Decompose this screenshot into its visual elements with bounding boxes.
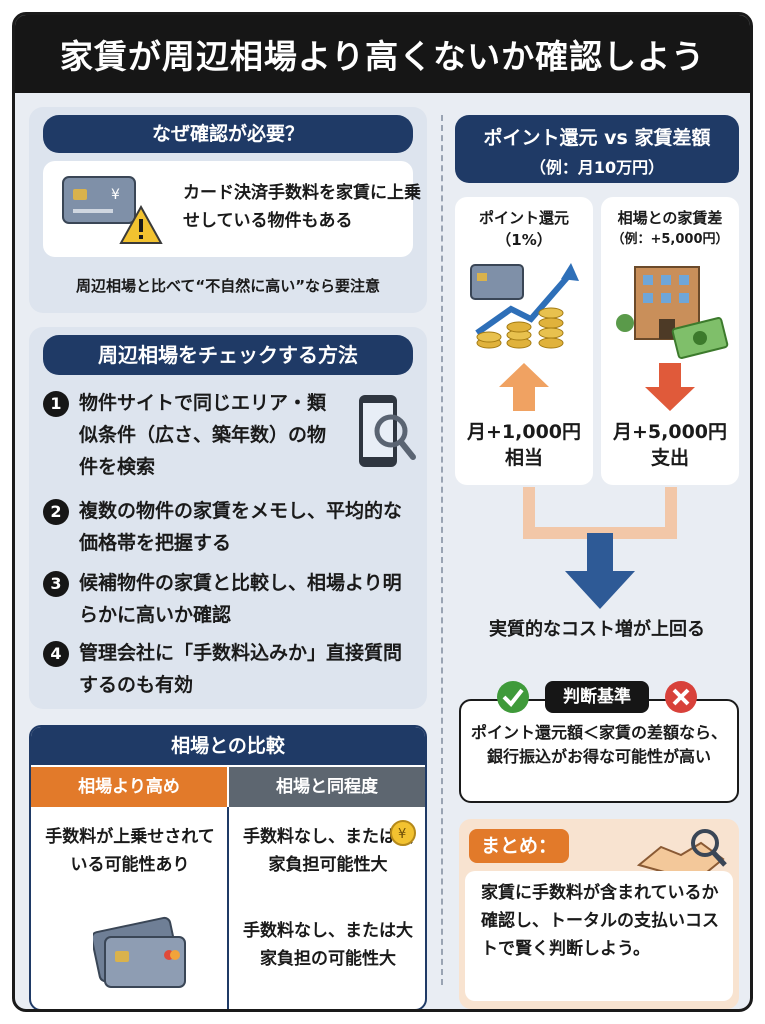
step-number: 1	[43, 391, 69, 417]
points-right-sub: （例：+5,000円）	[611, 232, 729, 247]
points-right-value: 月+5,000円	[612, 421, 728, 443]
up-arrow-icon	[499, 363, 549, 411]
points-heading: ポイント還元 vs 家賃差額	[483, 127, 711, 149]
compare-divider	[227, 807, 229, 1009]
points-right-value-block: 月+5,000円 支出	[601, 419, 739, 471]
step-text: 管理会社に「手数料込みか」直接質問するのも有効	[79, 642, 403, 696]
why-bubble-text: カード決済手数料を家賃に上乗せしている物件もある	[183, 183, 421, 231]
right-column: ポイント還元 vs 家賃差額 （例：月10万円） ポイント還元 （1%）	[455, 107, 739, 1009]
points-sub: （例：月10万円）	[529, 158, 665, 177]
step-text: 候補物件の家賃と比較し、相場より明らかに高いか確認	[79, 572, 402, 626]
compare-col2-head: 相場と同程度	[229, 767, 425, 807]
check-heading: 周辺相場をチェックする方法	[43, 335, 413, 375]
why-bubble: ¥ カード決済手数料を家賃に上乗せしている物件もある	[43, 161, 421, 257]
check-step: 1 物件サイトで同じエリア・類似条件（広さ、築年数）の物件を検索	[43, 387, 413, 483]
points-left-head: ポイント還元	[478, 209, 569, 227]
check-section: 周辺相場をチェックする方法 1 物件サイトで同じエリア・類似条件（広さ、築年数）…	[29, 327, 427, 709]
why-heading: なぜ確認が必要？	[43, 115, 413, 153]
points-left-value2: 相当	[504, 447, 543, 469]
handshake-icon	[636, 829, 727, 879]
svg-text:¥: ¥	[398, 827, 406, 842]
step-text: 物件サイトで同じエリア・類似条件（広さ、築年数）の物件を検索	[79, 392, 327, 478]
summary-box: まとめ： 家賃に手数料が含まれているか確認し、トータルの支払いコストで賢く判断し…	[459, 819, 739, 1009]
cross-icon	[665, 681, 697, 713]
points-right-value2: 支出	[650, 447, 689, 469]
column-divider	[441, 115, 443, 985]
credit-card-icon: ¥	[62, 176, 136, 224]
summary-text: 家賃に手数料が含まれているか確認し、トータルの支払いコストで賢く判断しよう。	[481, 883, 719, 959]
svg-text:¥: ¥	[111, 187, 120, 203]
check-step: 4 管理会社に「手数料込みか」直接質問するのも有効	[43, 637, 413, 701]
credit-card-icon	[93, 916, 186, 988]
infographic: 家賃が周辺相場より高くないか確認しよう なぜ確認が必要？ ¥ カード決済手数料を…	[12, 12, 753, 1012]
warning-icon	[119, 205, 163, 244]
compare-col1-head: 相場より高め	[31, 767, 227, 807]
coins-chart-icon	[470, 263, 579, 349]
points-left-sub: （1%）	[496, 231, 552, 249]
merge-arrow-icon	[523, 487, 677, 609]
summary-label: まとめ：	[469, 829, 570, 863]
summary-inner: 家賃に手数料が含まれているか確認し、トータルの支払いコストで賢く判断しよう。	[465, 871, 733, 1001]
check-icon	[497, 681, 529, 713]
why-note: 周辺相場と比べて“不自然に高い”なら要注意	[75, 277, 381, 295]
points-left-value-block: 月+1,000円 相当	[455, 419, 593, 471]
points-right-card: 相場との家賃差 （例：+5,000円） 月+5,000円 支出	[601, 197, 739, 485]
down-arrow-icon	[645, 363, 695, 411]
judge-text: ポイント還元額＜家賃の差額なら、銀行振込がお得な可能性が高い	[471, 723, 728, 766]
points-heading-box: ポイント還元 vs 家賃差額 （例：月10万円）	[455, 115, 739, 183]
points-left-card: ポイント還元 （1%） 月+1,000円	[455, 197, 593, 485]
step-number: 2	[43, 499, 69, 525]
points-right-head: 相場との家賃差	[617, 209, 723, 227]
step-text: 複数の物件の家賃をメモし、平均的な価格帯を把握する	[79, 500, 403, 554]
points-result: 実質的なコスト増が上回る	[489, 619, 705, 640]
check-step: 2 複数の物件の家賃をメモし、平均的な価格帯を把握する	[43, 495, 413, 559]
left-column: なぜ確認が必要？ ¥ カード決済手数料を家賃に上乗せしている物件もある 周辺相場…	[29, 107, 427, 1009]
compare-col2-text-b: 手数料なし、または大家負担の可能性大	[243, 921, 413, 969]
compare-col1-text: 手数料が上乗せされている可能性あり	[45, 827, 215, 875]
phone-search-icon	[359, 395, 416, 467]
step-number: 4	[43, 641, 69, 667]
check-step: 3 候補物件の家賃と比較し、相場より明らかに高いか確認	[43, 567, 413, 631]
step-number: 3	[43, 571, 69, 597]
page-title: 家賃が周辺相場より高くないか確認しよう	[15, 15, 750, 93]
points-left-value: 月+1,000円	[466, 421, 582, 443]
building-icon	[616, 266, 729, 359]
compare-col2-text-a: 手数料なし、または大家負担可能性大	[243, 827, 413, 875]
judge-box: ポイント還元額＜家賃の差額なら、銀行振込がお得な可能性が高い	[459, 699, 739, 803]
why-section: なぜ確認が必要？ ¥ カード決済手数料を家賃に上乗せしている物件もある 周辺相場…	[29, 107, 427, 313]
compare-section: 相場との比較 相場より高め 相場と同程度 手数料が上乗せされている可能性あり 手…	[29, 725, 427, 1009]
yen-coin-icon: ¥	[390, 820, 416, 846]
compare-heading: 相場との比較	[31, 727, 425, 765]
judge-label: 判断基準	[545, 681, 649, 713]
